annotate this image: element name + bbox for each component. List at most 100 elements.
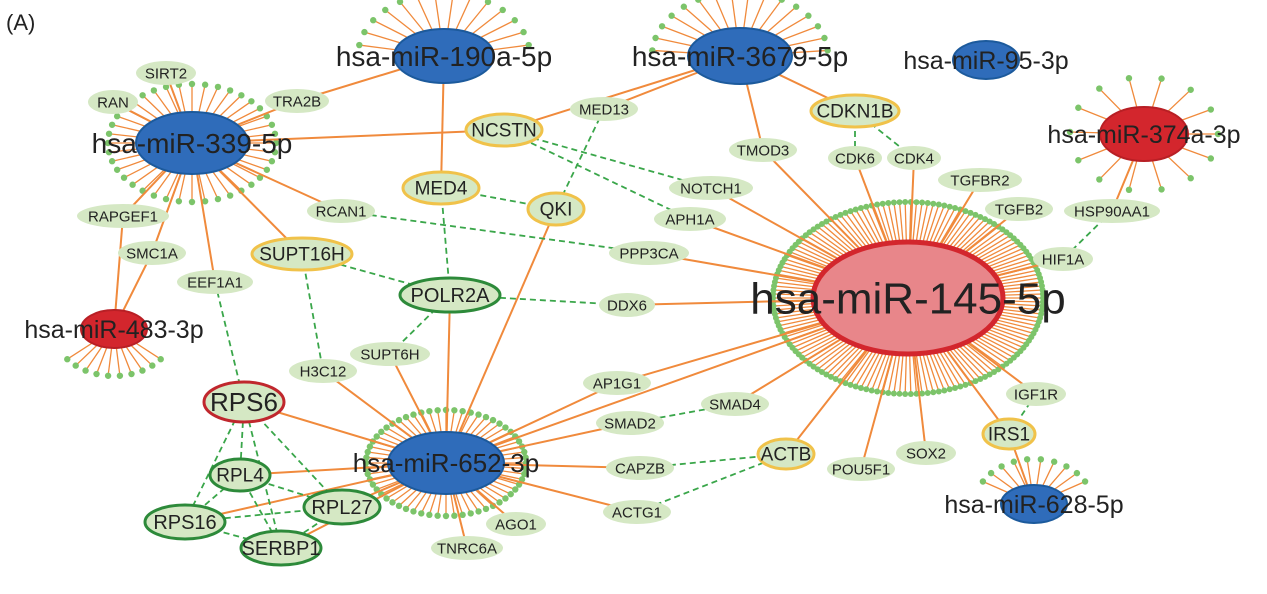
node-label: SMAD2	[604, 415, 656, 432]
node-mir95[interactable]: hsa-miR-95-3p	[903, 40, 1069, 80]
node-NCSTN[interactable]: NCSTN	[464, 112, 544, 148]
leaf-node	[361, 28, 368, 36]
node-mir190[interactable]: hsa-miR-190a-5p	[336, 28, 552, 84]
node-APH1A[interactable]: APH1A	[654, 207, 726, 231]
node-TGFBR2[interactable]: TGFBR2	[938, 168, 1022, 192]
node-RPS6[interactable]: RPS6	[202, 380, 286, 424]
node-MED4[interactable]: MED4	[401, 170, 481, 206]
node-mir374[interactable]: hsa-miR-374a-3p	[1047, 106, 1241, 162]
node-ACTB[interactable]: ACTB	[756, 437, 816, 471]
node-RPS16[interactable]: RPS16	[143, 503, 227, 541]
leaf-node	[814, 23, 822, 30]
node-SERBP1[interactable]: SERBP1	[239, 529, 323, 567]
leaf-node	[520, 28, 527, 36]
node-label: hsa-miR-652-3p	[353, 448, 539, 478]
node-EEF1A1[interactable]: EEF1A1	[177, 270, 253, 294]
node-POLR2A[interactable]: POLR2A	[398, 276, 502, 314]
node-DDX6[interactable]: DDX6	[599, 293, 655, 317]
node-mir628[interactable]: hsa-miR-628-5p	[944, 484, 1124, 524]
node-H3C12[interactable]: H3C12	[289, 359, 357, 383]
node-SMC1A[interactable]: SMC1A	[118, 241, 186, 265]
leaf-node	[378, 428, 385, 436]
node-label: HSP90AA1	[1074, 203, 1150, 220]
node-AP1G1[interactable]: AP1G1	[583, 371, 651, 395]
leaf-node	[842, 380, 849, 387]
leaf-node	[522, 454, 529, 461]
node-TGFB2[interactable]: TGFB2	[985, 197, 1053, 221]
node-ACTG1[interactable]: ACTG1	[603, 500, 671, 524]
node-SMAD4[interactable]: SMAD4	[701, 392, 769, 416]
leaf-node	[383, 495, 390, 502]
node-SUPT6H[interactable]: SUPT6H	[350, 342, 430, 366]
leaf-node	[962, 381, 969, 388]
leaf-node	[499, 6, 506, 14]
leaf-node	[369, 481, 377, 488]
leaf-node	[268, 158, 276, 165]
node-shape	[1033, 247, 1093, 271]
node-QKI[interactable]: QKI	[526, 191, 586, 227]
node-SOX2[interactable]: SOX2	[896, 441, 956, 465]
leaf-node	[104, 372, 112, 379]
leaf-node	[857, 384, 864, 391]
node-mir483[interactable]: hsa-miR-483-3p	[24, 309, 204, 349]
node-TRA2B[interactable]: TRA2B	[265, 89, 329, 113]
node-MED13[interactable]: MED13	[570, 97, 638, 121]
leaf-node	[977, 376, 984, 383]
leaf-node	[434, 512, 441, 519]
leaf-node	[410, 508, 417, 515]
node-mir145[interactable]: hsa-miR-145-5p	[750, 239, 1066, 357]
node-RPL4[interactable]: RPL4	[208, 457, 272, 493]
node-label: SMAD4	[709, 396, 761, 413]
node-shape	[596, 411, 664, 435]
node-RAN[interactable]: RAN	[88, 90, 138, 114]
node-HSP90AA1[interactable]: HSP90AA1	[1064, 199, 1160, 223]
node-RCAN1[interactable]: RCAN1	[307, 199, 375, 223]
node-IRS1[interactable]: IRS1	[981, 417, 1037, 451]
node-label: SUPT6H	[360, 346, 419, 363]
leaf-node	[139, 92, 146, 99]
node-RAPGEF1[interactable]: RAPGEF1	[77, 204, 169, 228]
leaf-node	[814, 223, 821, 230]
leaf-node	[507, 490, 514, 498]
node-mir3679[interactable]: hsa-miR-3679-5p	[632, 27, 848, 85]
node-CDKN1B[interactable]: CDKN1B	[809, 93, 901, 129]
leaf-node	[226, 87, 234, 94]
node-SUPT16H[interactable]: SUPT16H	[250, 236, 354, 272]
node-NOTCH1[interactable]: NOTCH1	[669, 176, 753, 200]
node-RPL27[interactable]: RPL27	[302, 488, 382, 526]
node-AGO1[interactable]: AGO1	[486, 512, 546, 536]
leaf-node	[649, 47, 656, 54]
node-TNRC6A[interactable]: TNRC6A	[431, 536, 503, 560]
node-IGF1R[interactable]: IGF1R	[1006, 382, 1066, 406]
node-shape	[143, 503, 227, 541]
leaf-node	[108, 121, 116, 128]
node-CDK4[interactable]: CDK4	[887, 146, 941, 170]
node-CAPZB[interactable]: CAPZB	[606, 456, 674, 480]
node-shape	[250, 236, 354, 272]
node-mir652[interactable]: hsa-miR-652-3p	[353, 431, 539, 495]
node-HIF1A[interactable]: HIF1A	[1033, 247, 1093, 271]
node-label: TGFB2	[995, 201, 1043, 218]
node-label: hsa-miR-374a-3p	[1047, 121, 1240, 149]
node-TMOD3[interactable]: TMOD3	[729, 138, 797, 162]
leaf-node	[818, 221, 825, 228]
node-POU5F1[interactable]: POU5F1	[827, 457, 895, 481]
node-mir339[interactable]: hsa-miR-339-5p	[92, 111, 293, 175]
node-label: RCAN1	[316, 203, 367, 220]
node-shape	[599, 293, 655, 317]
leaf-node	[902, 199, 909, 206]
leaf-node	[885, 389, 892, 396]
node-SMAD2[interactable]: SMAD2	[596, 411, 664, 435]
leaf-node	[129, 181, 136, 188]
node-label: ACTB	[761, 445, 812, 466]
node-SIRT2[interactable]: SIRT2	[136, 61, 196, 85]
leaf-node	[982, 373, 989, 380]
leaf-node	[268, 121, 276, 128]
leaf-node	[364, 448, 371, 456]
node-CDK6[interactable]: CDK6	[828, 146, 882, 170]
leaf-node	[362, 459, 370, 467]
node-shape	[1006, 382, 1066, 406]
ppi-edge-NCSTN-APH1A	[503, 129, 691, 220]
node-shape	[756, 437, 816, 471]
node-PPP3CA[interactable]: PPP3CA	[609, 241, 689, 265]
